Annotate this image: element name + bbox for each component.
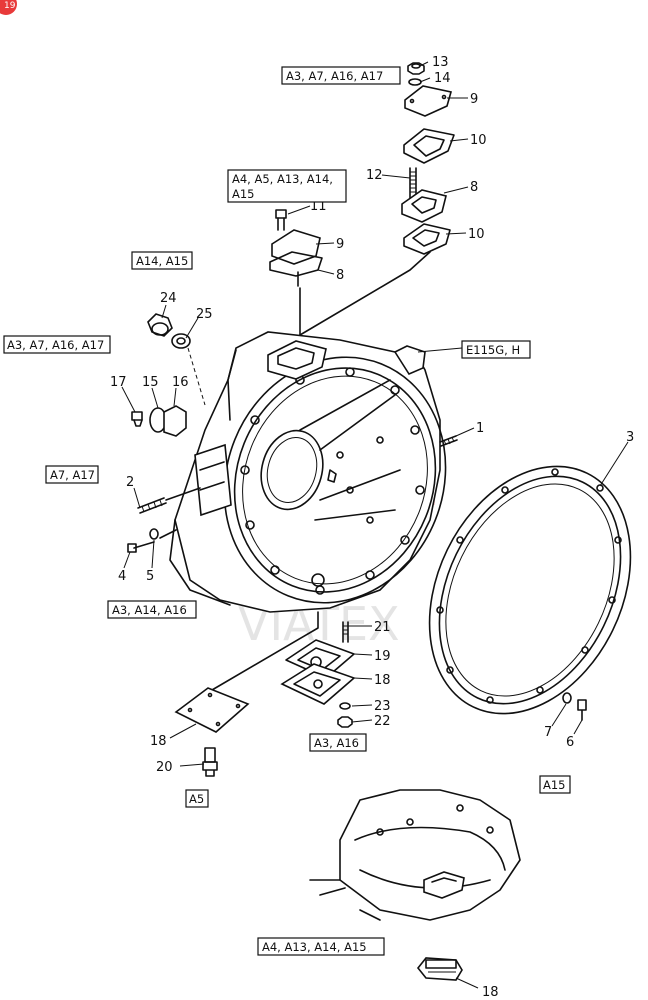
label-housing-ref: E115G, H (466, 343, 520, 357)
callout-15: 15 (142, 375, 159, 390)
partial-housing-detail (309, 789, 521, 921)
callout-19: 19 (374, 649, 391, 664)
centre-cover-stack (269, 209, 323, 336)
label-top-b-line1: A4, A5, A13, A14, (232, 172, 333, 186)
page-badge-text: 19 (4, 1, 16, 11)
callout-18-detail: 18 (482, 985, 499, 1000)
label-a15: A15 (543, 778, 566, 792)
callout-25: 25 (196, 307, 213, 322)
callout-6: 6 (566, 735, 574, 750)
bottom-left-cover (174, 687, 250, 777)
callout-20: 20 (156, 760, 173, 775)
callout-24: 24 (160, 291, 177, 306)
callout-10-top: 10 (470, 133, 487, 148)
flywheel-housing (169, 331, 447, 613)
label-left-a3: A3, A7, A16, A17 (7, 338, 104, 352)
callout-1: 1 (476, 421, 484, 436)
callout-4: 4 (118, 569, 126, 584)
label-top-b-line2: A15 (232, 187, 255, 201)
label-top-a: A3, A7, A16, A17 (286, 69, 383, 83)
callout-9-centre: 9 (336, 237, 344, 252)
ring-gear (428, 465, 632, 715)
callout-8-centre: 8 (336, 268, 344, 283)
bolt-7-6 (562, 692, 587, 721)
callout-5: 5 (146, 569, 154, 584)
callout-leaders (121, 61, 629, 989)
callout-21: 21 (374, 620, 391, 635)
callout-14: 14 (434, 71, 451, 86)
callout-22: 22 (374, 714, 391, 729)
label-bottom: A4, A13, A14, A15 (262, 940, 367, 954)
callout-18-stack: 18 (374, 673, 391, 688)
callout-10-lower: 10 (468, 227, 485, 242)
callout-7: 7 (544, 725, 552, 740)
callout-2: 2 (126, 475, 134, 490)
callout-13: 13 (432, 55, 449, 70)
left-side-cover (131, 405, 187, 437)
callout-12: 12 (366, 168, 383, 183)
plug-and-washer (147, 313, 206, 406)
top-right-cover-stack (299, 62, 455, 336)
callout-18-left: 18 (150, 734, 167, 749)
bolt-and-washer (127, 528, 177, 553)
callout-9-top: 9 (470, 92, 478, 107)
detail-cover-18 (416, 957, 463, 981)
callout-8-top: 8 (470, 180, 478, 195)
callout-3: 3 (626, 430, 634, 445)
bolt-1 (439, 435, 458, 447)
variant-labels: A3, A7, A16, A17 A4, A5, A13, A14, A15 A… (3, 66, 571, 956)
label-a14-a15: A14, A15 (136, 254, 188, 268)
callout-numbers: 13 14 9 10 12 8 10 11 9 8 24 25 17 15 16… (110, 55, 634, 1000)
label-a5: A5 (189, 792, 204, 806)
callout-16: 16 (172, 375, 189, 390)
stud-2 (137, 487, 201, 514)
label-a3-a16: A3, A16 (314, 736, 359, 750)
callout-17: 17 (110, 375, 127, 390)
callout-23: 23 (374, 699, 391, 714)
page-badge: 19 (0, 0, 17, 15)
label-a3-a14-a16: A3, A14, A16 (112, 603, 187, 617)
leader-bottom (211, 611, 319, 691)
callout-11: 11 (310, 199, 327, 214)
label-a7-a17: A7, A17 (50, 468, 95, 482)
